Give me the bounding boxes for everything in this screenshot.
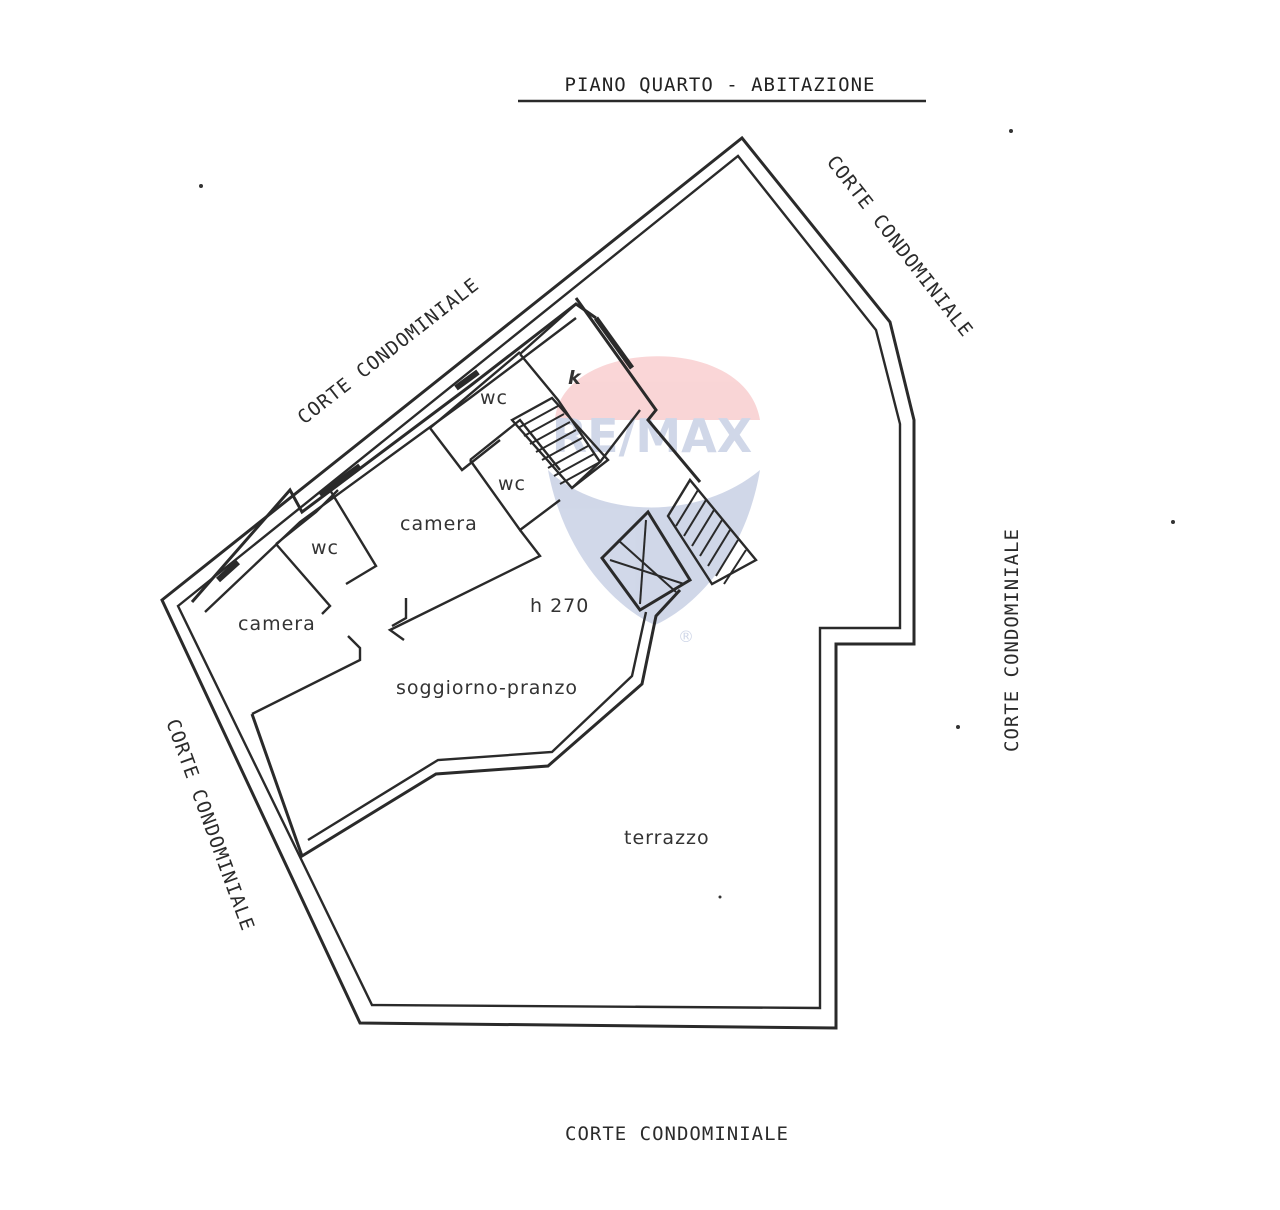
staircase-upper — [510, 396, 610, 490]
label-corte-top-right: CORTE CONDOMINIALE — [822, 152, 977, 342]
room-label-terrace: terrazzo — [624, 827, 710, 849]
room-label-height: h 270 — [530, 595, 589, 617]
room-label-wc-left: wc — [311, 537, 339, 559]
room-label-kitchen: k — [568, 367, 582, 389]
watermark-balloon-top — [555, 356, 760, 420]
room-label-bedroom-left: camera — [238, 613, 316, 635]
label-corte-right: CORTE CONDOMINIALE — [1001, 528, 1023, 752]
watermark-balloon-bottom — [548, 470, 760, 625]
scan-specks — [199, 129, 1175, 899]
facade-openings — [215, 316, 635, 583]
room-label-living-dining: soggiorno-pranzo — [396, 677, 578, 699]
plan-title: PIANO QUARTO - ABITAZIONE — [565, 74, 876, 96]
staircase-lower — [666, 477, 758, 586]
label-corte-left: CORTE CONDOMINIALE — [161, 716, 258, 934]
stair-landing — [600, 509, 693, 612]
room-label-wc-middle: wc — [498, 473, 526, 495]
apartment-walls — [190, 297, 702, 859]
outer-boundary — [160, 135, 916, 1030]
watermark-registered: ® — [678, 627, 694, 646]
room-label-wc-upper: wc — [480, 387, 508, 409]
label-corte-bottom: CORTE CONDOMINIALE — [565, 1123, 789, 1145]
room-label-bedroom-upper: camera — [400, 513, 478, 535]
